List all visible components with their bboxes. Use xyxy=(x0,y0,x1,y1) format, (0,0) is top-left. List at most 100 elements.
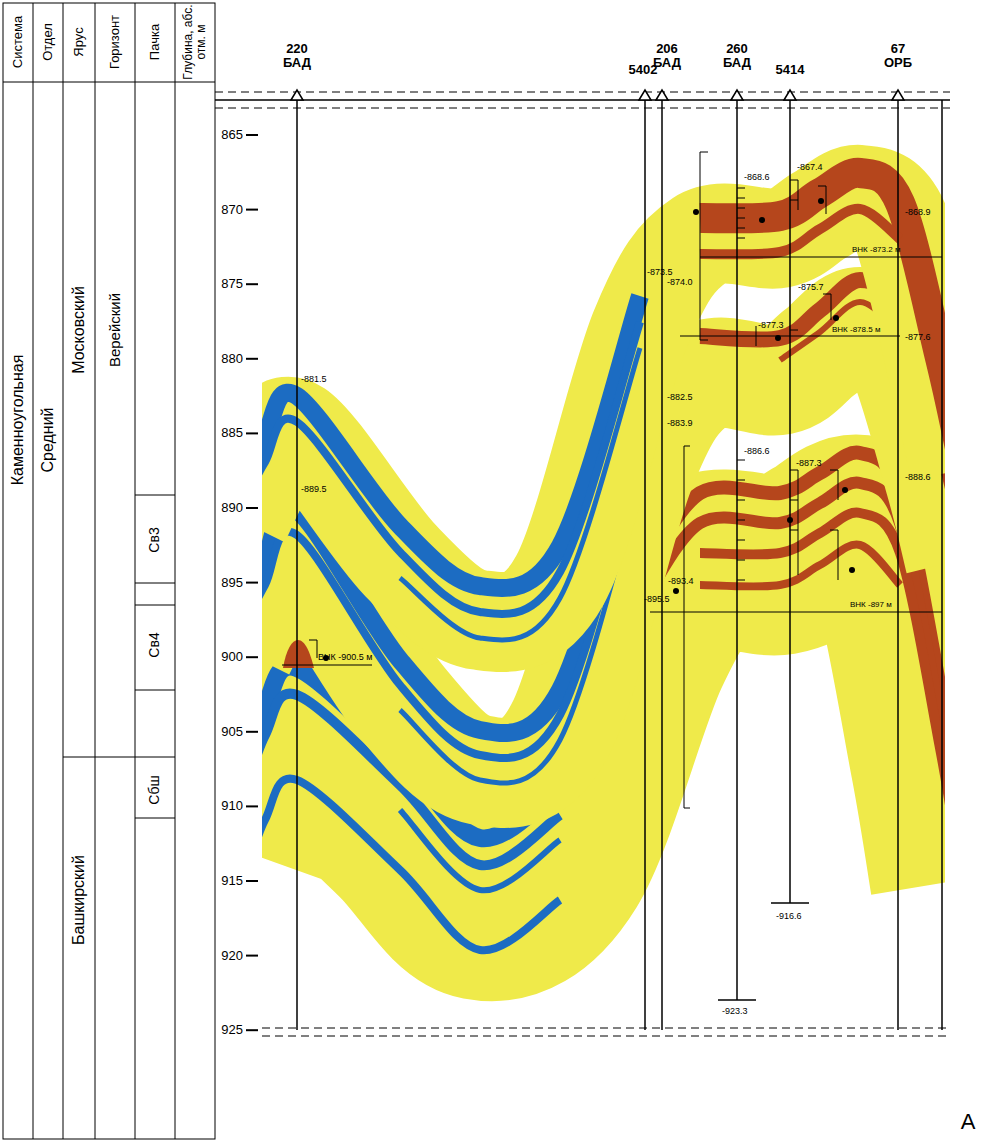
depth-tick xyxy=(246,134,258,136)
table-line xyxy=(63,757,175,758)
column-label: Св3 xyxy=(147,527,162,552)
label: 925 xyxy=(221,1023,243,1037)
column-label: Сбш xyxy=(147,775,162,804)
label: -883.9 xyxy=(667,419,693,429)
perforation xyxy=(737,188,745,238)
label: 915 xyxy=(221,874,243,888)
well-head xyxy=(656,90,668,100)
depth-tick xyxy=(246,283,258,285)
label: 880 xyxy=(221,352,243,366)
table-line xyxy=(33,3,34,1139)
table-line xyxy=(135,818,175,819)
well-bottom xyxy=(718,999,756,1001)
label: -888.6 xyxy=(905,473,931,483)
wells xyxy=(291,90,942,1030)
dot xyxy=(849,567,855,573)
bracket xyxy=(684,446,690,808)
table-line xyxy=(135,495,175,496)
dot xyxy=(787,517,793,523)
depth-tick xyxy=(246,1029,258,1031)
label: 900 xyxy=(221,650,243,664)
table-line xyxy=(95,3,96,1139)
label: 206 БАД xyxy=(647,42,687,71)
sand-layer xyxy=(262,195,945,622)
label: 905 xyxy=(221,725,243,739)
label: -867.4 xyxy=(797,163,823,173)
perforation xyxy=(830,470,838,580)
oil-cap xyxy=(283,640,314,668)
column-label: Средний xyxy=(39,407,57,472)
column-label: Ярус xyxy=(72,27,86,56)
dot xyxy=(673,588,679,594)
well-head xyxy=(291,90,303,100)
owc-line xyxy=(282,665,372,666)
label: 865 xyxy=(221,128,243,142)
dot xyxy=(833,315,839,321)
dot xyxy=(842,487,848,493)
well-line xyxy=(736,100,738,1000)
well-head xyxy=(731,90,743,100)
depth-tick xyxy=(246,731,258,733)
column-label: Отдел xyxy=(41,23,55,61)
table-border xyxy=(3,3,215,1139)
depth-tick xyxy=(246,432,258,434)
label: 220 БАД xyxy=(277,42,317,71)
label: -868.6 xyxy=(744,173,770,183)
column-label: Каменноугольная xyxy=(9,355,27,486)
label: -887.3 xyxy=(796,459,822,469)
well-line xyxy=(661,100,663,1030)
water-layer xyxy=(262,322,640,614)
oil-layer xyxy=(700,545,900,587)
column-label: Система xyxy=(11,16,25,68)
frame-dash xyxy=(215,108,950,109)
label: -868.9 xyxy=(905,208,931,218)
column-label: Глубина, абс. отм. м xyxy=(182,2,208,82)
depth-tick xyxy=(246,880,258,882)
frame-dash xyxy=(215,92,950,93)
strata xyxy=(262,173,945,951)
column-label: Горизонт xyxy=(108,15,122,69)
frame-dash xyxy=(262,1036,950,1037)
dot xyxy=(818,198,824,204)
label: 67 ОРБ xyxy=(878,42,918,71)
perforation xyxy=(790,180,798,210)
label: ВНК -878.5 м xyxy=(832,326,880,335)
label: 895 xyxy=(221,575,243,589)
well-line xyxy=(789,100,791,903)
perforation xyxy=(309,640,317,658)
owc-lines xyxy=(282,152,942,808)
section-frame xyxy=(215,92,950,1036)
label: -877.6 xyxy=(905,333,931,343)
owc-line xyxy=(650,612,942,613)
well-head xyxy=(892,90,904,100)
table-line xyxy=(3,82,215,83)
label: -923.3 xyxy=(722,1007,748,1017)
table-line xyxy=(135,583,175,584)
well-head xyxy=(639,90,651,100)
well-line xyxy=(897,100,899,1030)
table-line xyxy=(63,3,64,1139)
column-label: Башкирский xyxy=(70,855,88,945)
label: -895.5 xyxy=(644,595,670,605)
label: 870 xyxy=(221,202,243,216)
column-label: Московский xyxy=(70,286,88,374)
label: ВНК -900.5 м xyxy=(318,653,372,663)
owc-line xyxy=(680,336,900,337)
label: 260 БАД xyxy=(717,42,757,71)
label: -916.6 xyxy=(776,912,802,922)
label: -893.4 xyxy=(668,577,694,587)
well-line xyxy=(644,100,646,1030)
bracket xyxy=(700,152,708,340)
oil-layer xyxy=(700,209,900,255)
label: -877.3 xyxy=(758,321,784,331)
depth-tick xyxy=(246,209,258,211)
label: -886.6 xyxy=(744,447,770,457)
depth-ticks xyxy=(246,135,258,1030)
frame-dash xyxy=(262,1028,950,1029)
depth-tick xyxy=(246,656,258,658)
label: -873.5 xyxy=(647,268,673,278)
perforation xyxy=(818,186,826,214)
well-line xyxy=(941,100,943,1030)
label: 910 xyxy=(221,799,243,813)
label: 890 xyxy=(221,501,243,515)
